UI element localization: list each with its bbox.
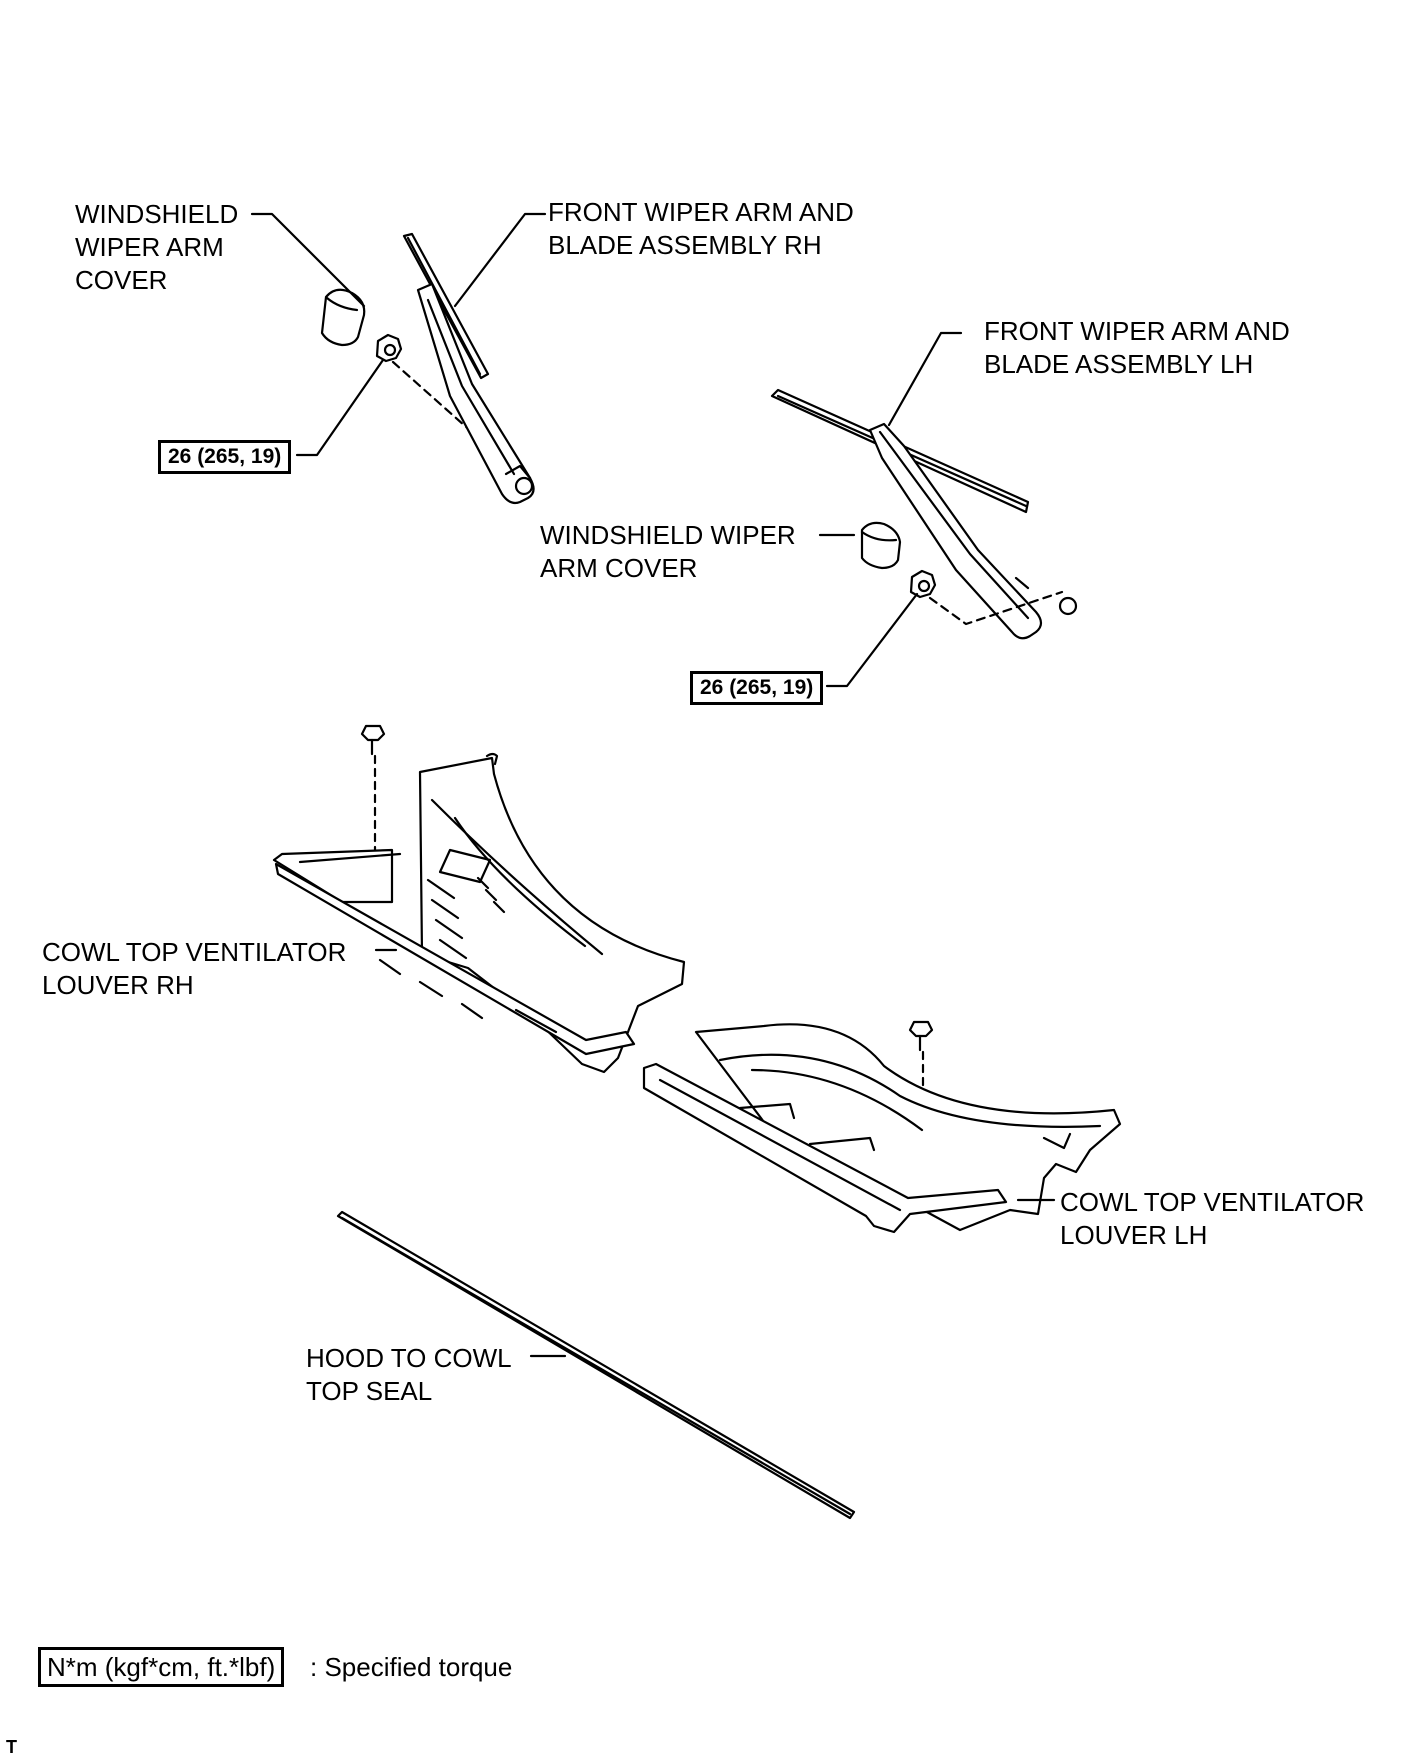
leader-wiper-arm-lh — [887, 331, 963, 427]
wiper-arm-rh — [402, 232, 535, 505]
clip-rh — [360, 724, 386, 756]
label-line: TOP SEAL — [306, 1376, 433, 1406]
figure-id: T — [6, 1737, 17, 1757]
label-line: COWL TOP VENTILATOR — [1060, 1187, 1365, 1217]
nut-lh — [909, 569, 937, 599]
clip-lh — [908, 1020, 934, 1052]
label-hood-seal: HOOD TO COWL TOP SEAL — [306, 1342, 512, 1408]
leader-torque-rh — [295, 358, 385, 457]
label-line: BLADE ASSEMBLY RH — [548, 230, 822, 260]
label-line: LOUVER LH — [1060, 1220, 1208, 1250]
nut-rh — [375, 333, 403, 363]
label-line: COVER — [75, 265, 168, 295]
wiper-arm-cover-lh — [860, 521, 902, 570]
legend-unit-box: N*m (kgf*cm, ft.*lbf) — [38, 1647, 285, 1687]
label-cowl-louver-rh: COWL TOP VENTILATOR LOUVER RH — [42, 936, 346, 1002]
torque-spec-rh: 26 (265, 19) — [158, 440, 292, 474]
leader-wiper-arm-rh — [453, 212, 547, 308]
torque-spec-lh: 26 (265, 19) — [690, 671, 824, 705]
label-line: WIPER ARM — [75, 232, 224, 262]
legend-description: : Specified torque — [310, 1652, 513, 1682]
label-cowl-louver-lh: COWL TOP VENTILATOR LOUVER LH — [1060, 1186, 1364, 1252]
label-wiper-arm-lh: FRONT WIPER ARM AND BLADE ASSEMBLY LH — [984, 315, 1290, 381]
label-line: ARM COVER — [540, 553, 698, 583]
cowl-louver-lh — [642, 1023, 1122, 1234]
label-line: LOUVER RH — [42, 970, 194, 1000]
leader-cover-rh — [250, 212, 366, 308]
label-line: FRONT WIPER ARM AND — [984, 316, 1290, 346]
cowl-louver-rh — [272, 752, 686, 1074]
dashed-nut-to-arm-lh — [928, 590, 1064, 626]
label-line: HOOD TO COWL — [306, 1343, 512, 1373]
label-line: WINDSHIELD — [75, 199, 239, 229]
leader-torque-lh — [825, 592, 919, 688]
label-line: BLADE ASSEMBLY LH — [984, 349, 1254, 379]
label-line: COWL TOP VENTILATOR — [42, 937, 347, 967]
label-wiper-arm-cover-rh: WINDSHIELD WIPER ARM COVER — [75, 198, 238, 297]
label-line: FRONT WIPER ARM AND — [548, 197, 854, 227]
label-wiper-arm-rh: FRONT WIPER ARM AND BLADE ASSEMBLY RH — [548, 196, 854, 262]
label-line: WINDSHIELD WIPER — [540, 520, 796, 550]
hood-to-cowl-top-seal — [336, 1210, 856, 1520]
label-wiper-arm-cover-lh: WINDSHIELD WIPER ARM COVER — [540, 519, 796, 585]
wiper-arm-lh — [770, 388, 1078, 640]
wiper-arm-cover-rh — [320, 288, 366, 347]
